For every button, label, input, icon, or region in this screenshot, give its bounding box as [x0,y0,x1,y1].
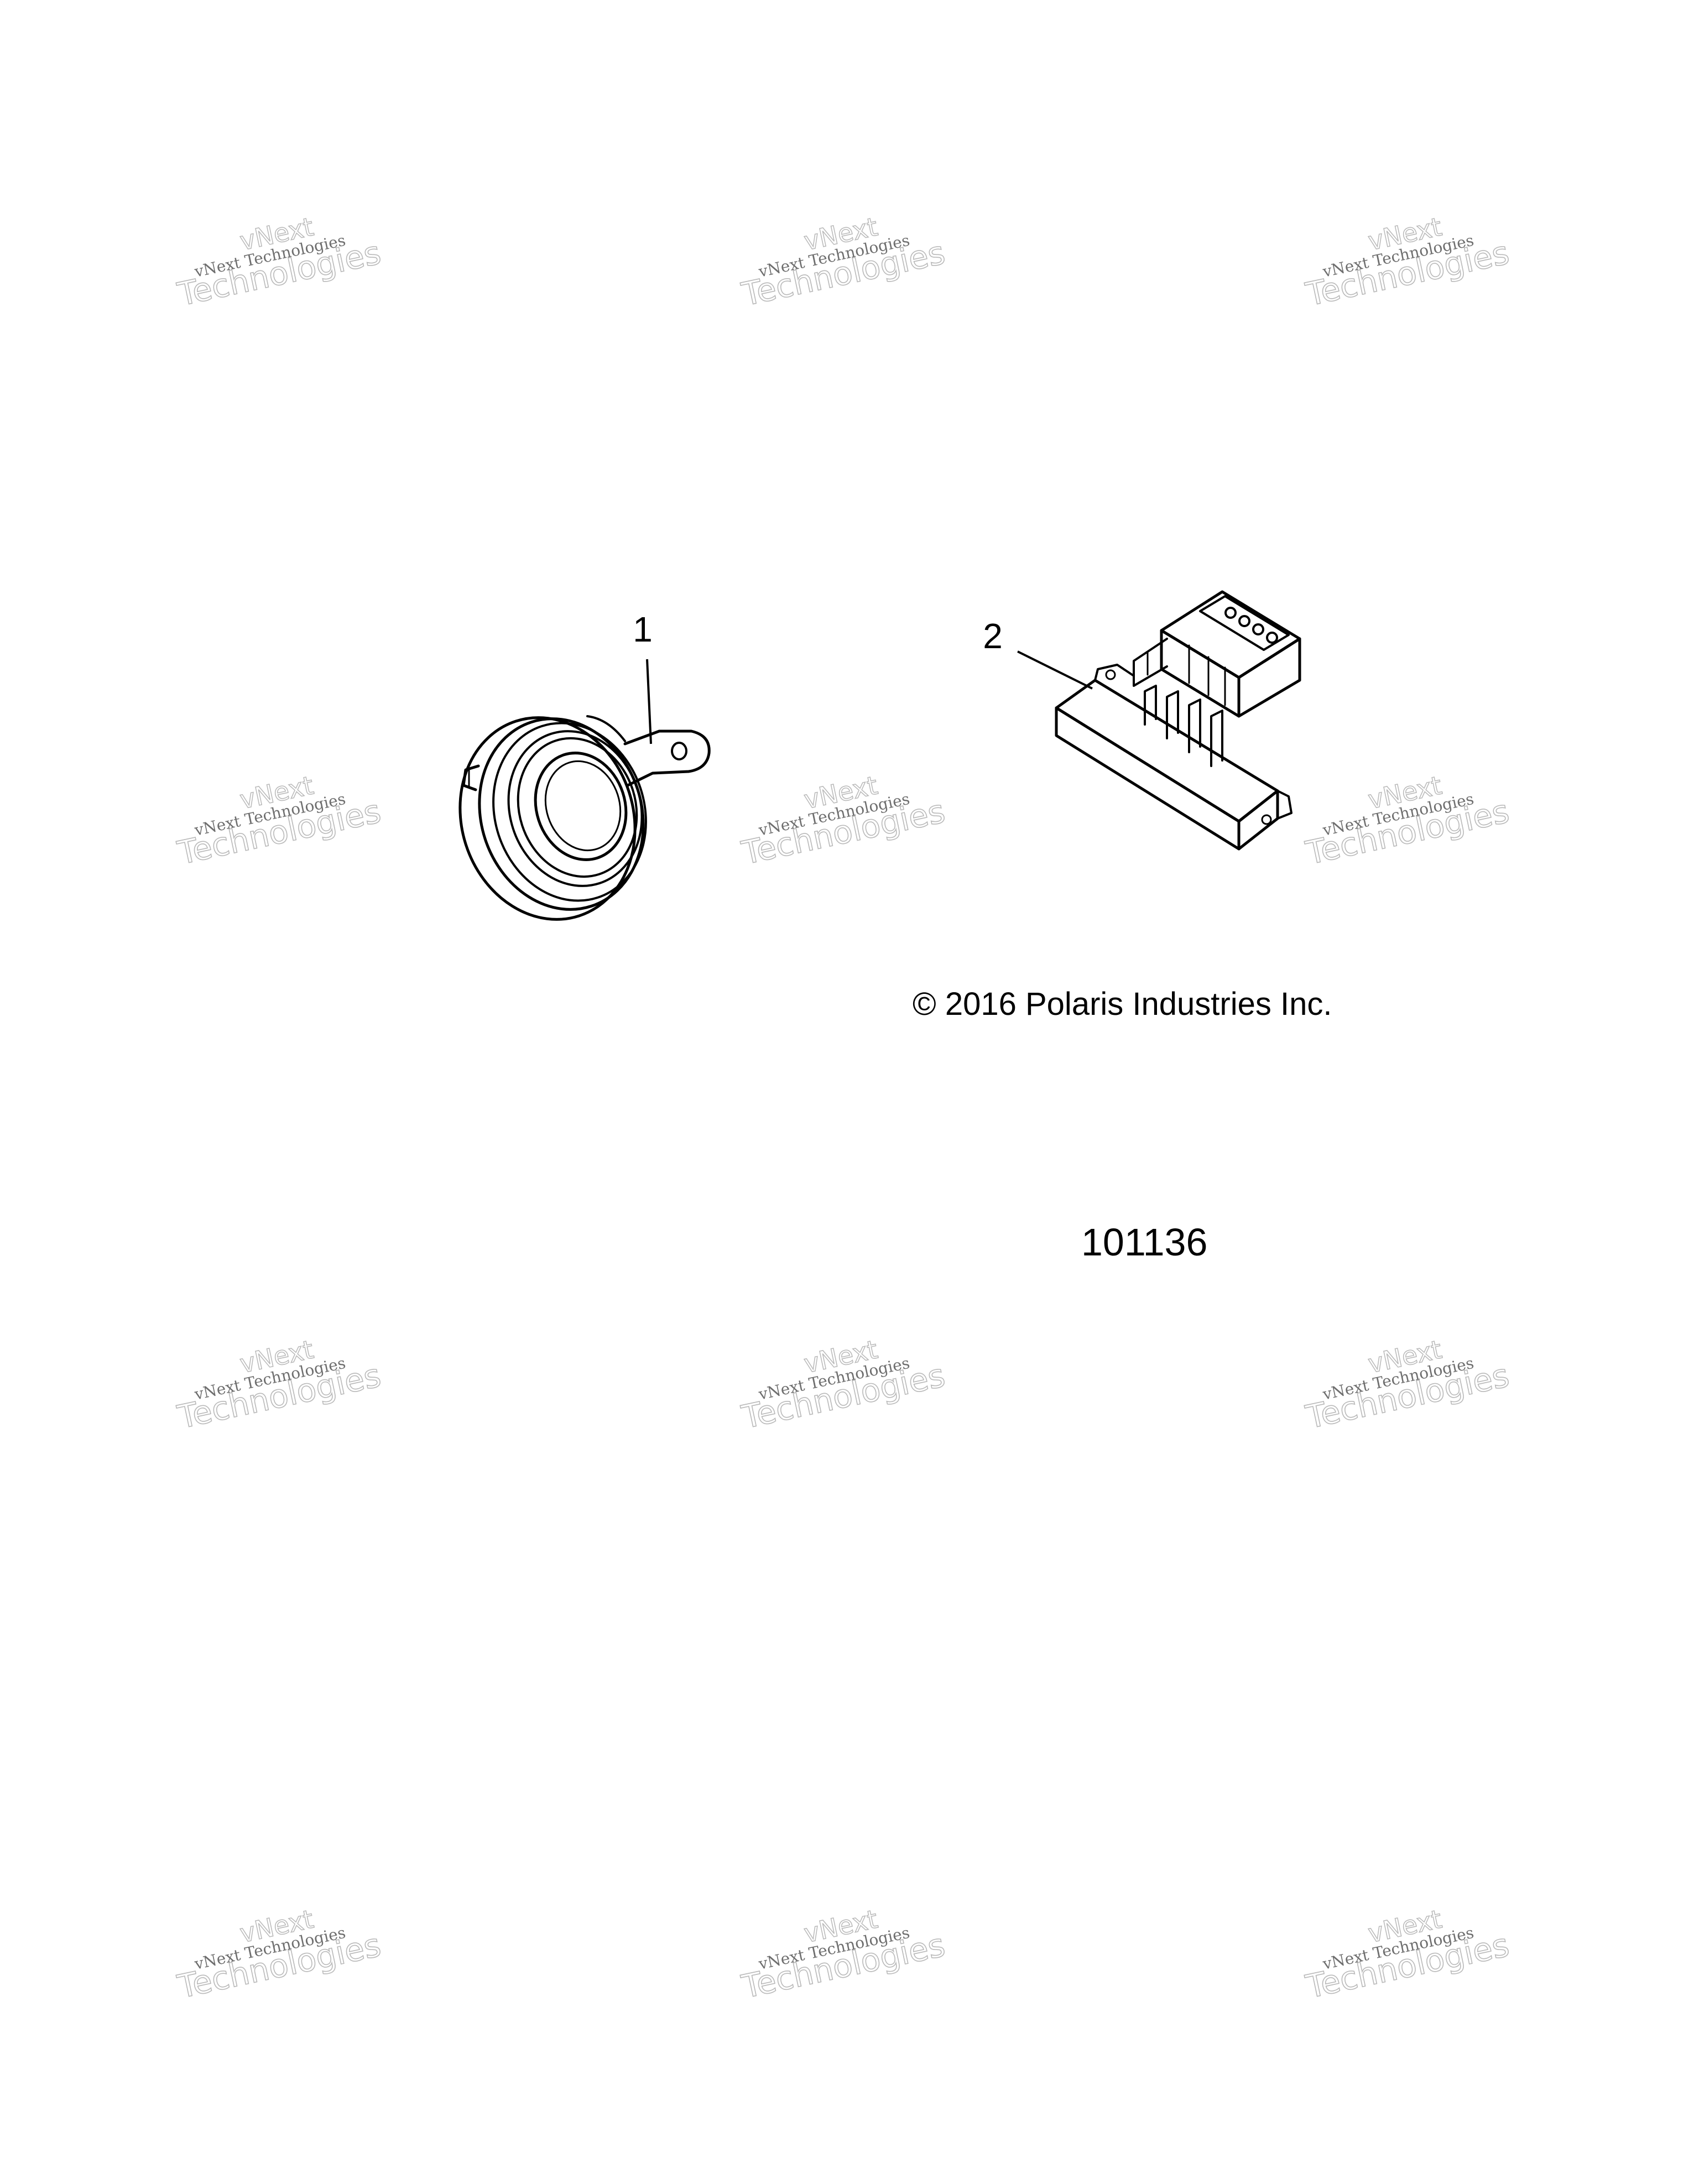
callout-2: 2 [983,616,1093,690]
leader-line-1 [646,659,652,744]
callout-number-2: 2 [983,616,1003,656]
copyright-notice: © 2016 Polaris Industries Inc. [913,986,1332,1022]
figure-number: 101136 [1081,1221,1207,1264]
callout-number-1: 1 [633,609,653,649]
leader-line-2 [1017,650,1093,690]
callout-1: 1 [633,609,653,744]
relay-part [1055,590,1301,851]
horn-part [458,715,711,921]
